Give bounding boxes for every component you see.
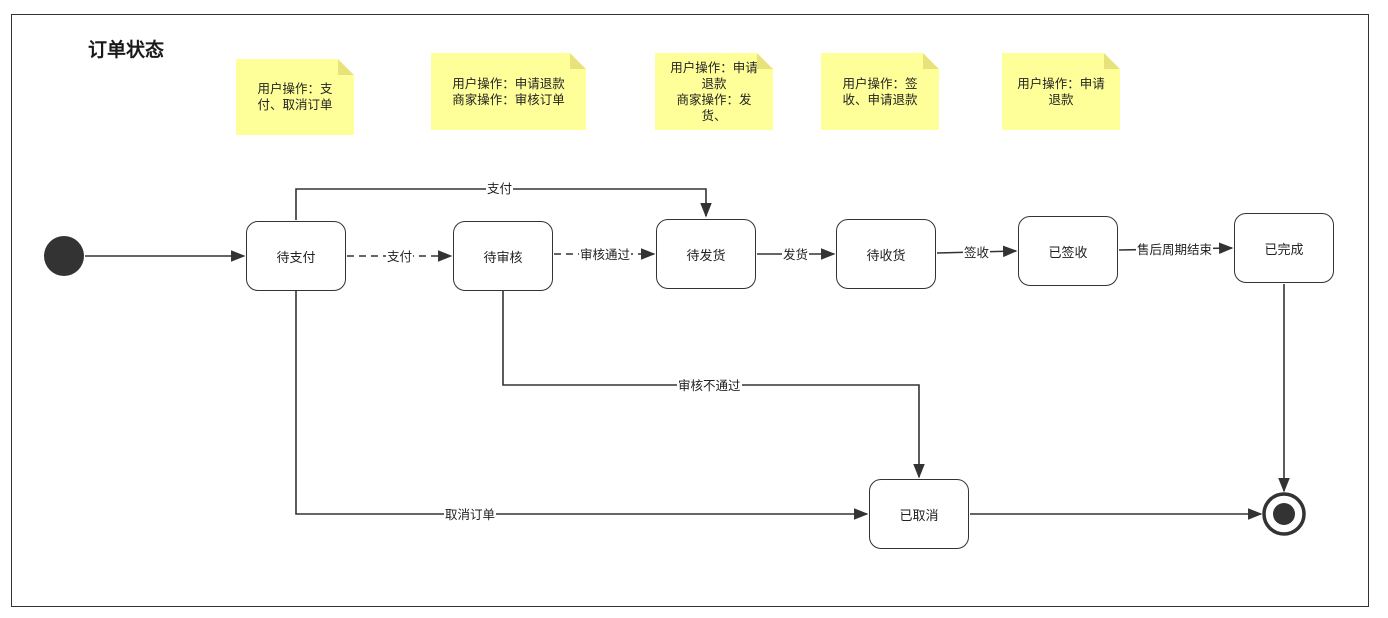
label-aftersale-end: 售后周期结束	[1136, 242, 1214, 257]
start-node	[44, 236, 84, 276]
note-pending-review: 用户操作：申请退款 商家操作：审核订单	[431, 53, 586, 130]
note-pending-payment: 用户操作：支 付、取消订单	[236, 59, 354, 135]
state-signed[interactable]: 已签收	[1018, 216, 1118, 286]
label-sign: 签收	[963, 245, 991, 260]
state-pending-payment[interactable]: 待支付	[246, 221, 346, 291]
note-pending-shipment: 用户操作：申请 退款 商家操作：发 货、	[655, 53, 773, 130]
note-pending-receipt: 用户操作：签 收、申请退款	[821, 53, 939, 130]
label-review-fail: 审核不通过	[677, 378, 742, 393]
state-pending-receipt[interactable]: 待收货	[836, 219, 936, 289]
diagram-frame	[11, 14, 1369, 607]
edge-cancel-order	[295, 291, 869, 520]
label-cancel-order: 取消订单	[444, 507, 497, 522]
state-pending-review[interactable]: 待审核	[453, 221, 553, 291]
state-completed[interactable]: 已完成	[1234, 213, 1334, 283]
label-review-pass: 审核通过	[579, 247, 632, 262]
label-pay-dashed: 支付	[386, 249, 414, 264]
end-node-core	[1273, 503, 1295, 525]
state-cancelled[interactable]: 已取消	[869, 479, 969, 549]
note-signed: 用户操作：申请 退款	[1002, 53, 1120, 130]
diagram-title: 订单状态	[88, 39, 165, 61]
state-pending-shipment[interactable]: 待发货	[656, 219, 756, 289]
label-pay-top: 支付	[486, 181, 514, 196]
label-ship: 发货	[782, 247, 810, 262]
